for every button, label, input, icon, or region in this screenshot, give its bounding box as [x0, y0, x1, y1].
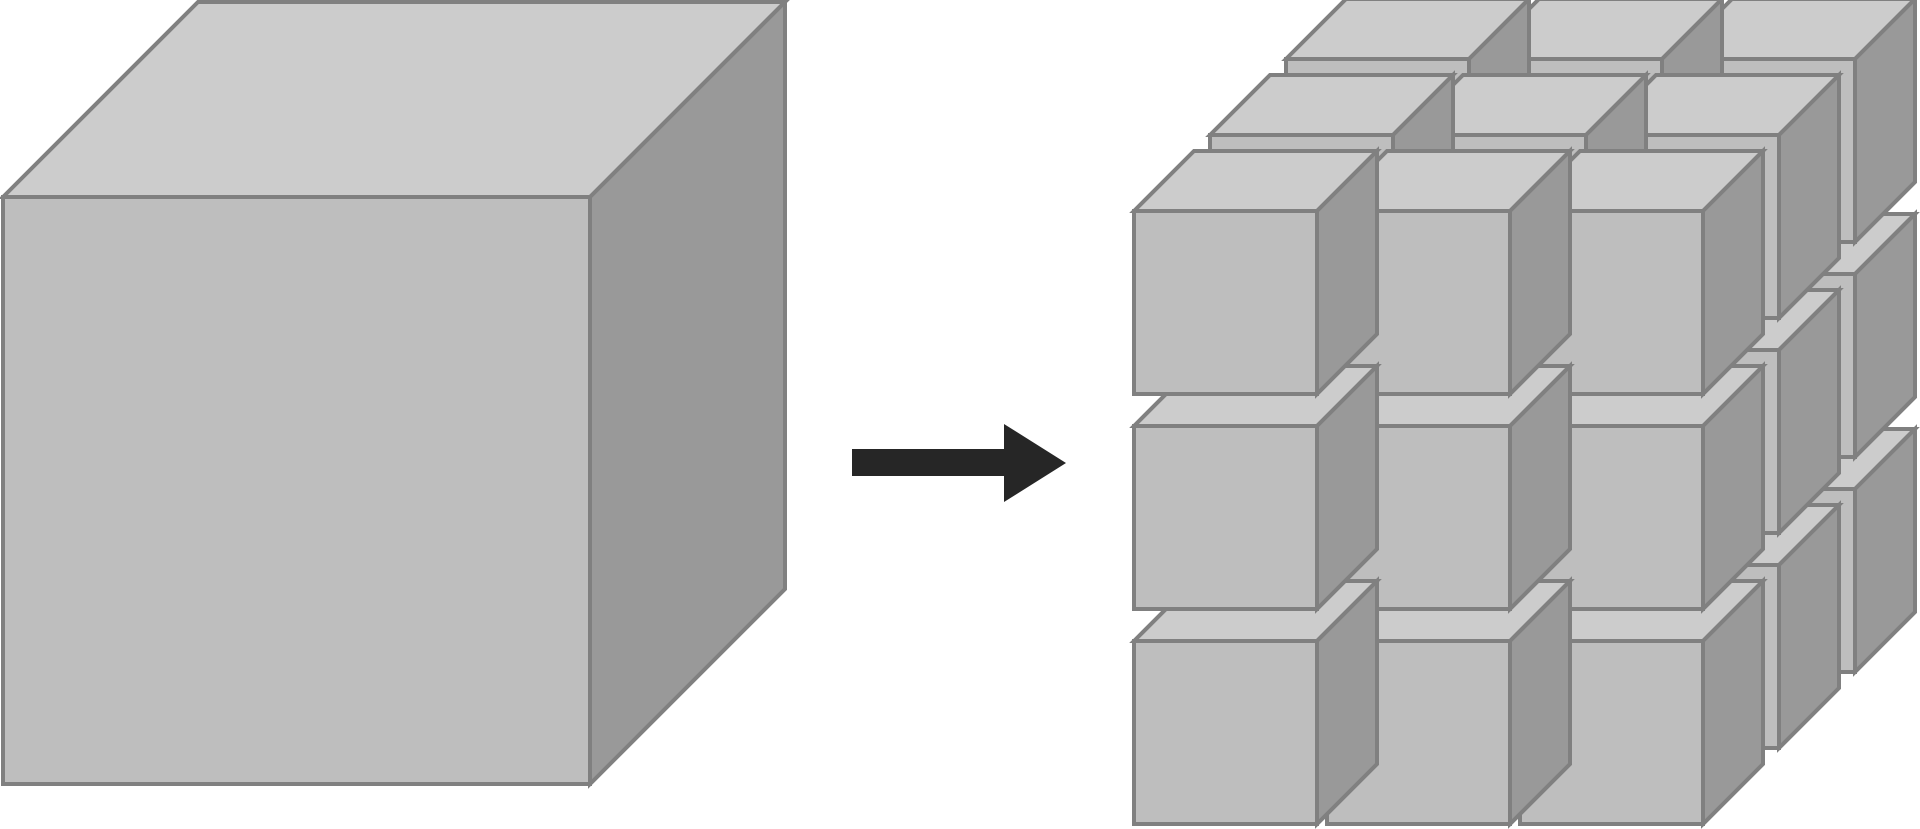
cube-front-face	[1132, 209, 1319, 396]
small-cube-l0-c0-r1	[1129, 361, 1382, 614]
cube-front-face	[1, 195, 592, 786]
small-cube-l0-c1-r0	[1322, 146, 1575, 399]
subdivided-cube-icon	[1129, 0, 1920, 829]
small-cube-l0-c0-r2	[1129, 576, 1382, 829]
large-cube	[0, 0, 790, 789]
small-cube-l0-c0-r0	[1129, 146, 1382, 399]
right-arrow-icon	[852, 424, 1066, 502]
cube-front-face	[1132, 424, 1319, 611]
large-solid-cube-icon	[0, 0, 790, 789]
cube-front-face	[1132, 639, 1319, 826]
arrow-shape	[852, 424, 1066, 502]
